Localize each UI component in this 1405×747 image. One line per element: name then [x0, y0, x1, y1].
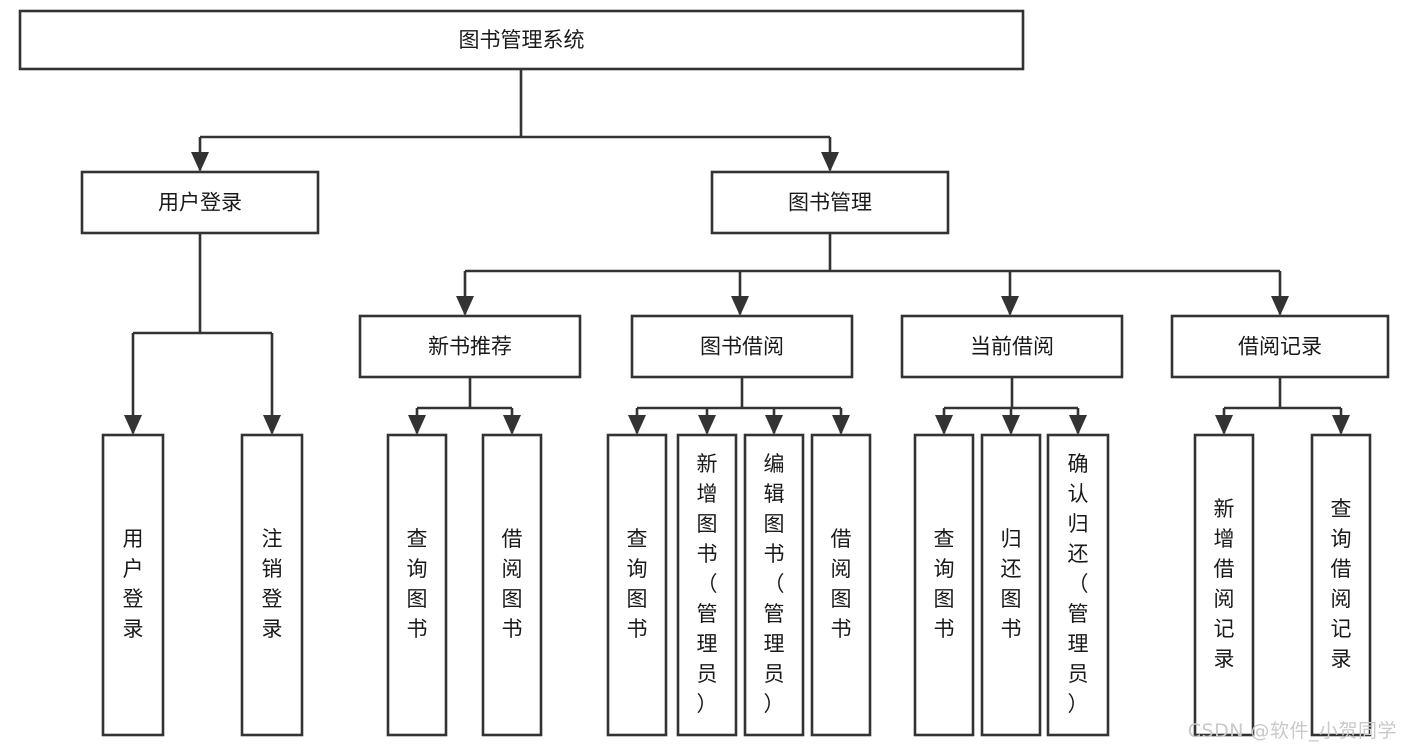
node-leaf-confirm-return-admin[interactable]: 确认归还（管理员） [1046, 433, 1110, 737]
node-label-book-management: 图书管理 [788, 191, 872, 215]
node-label-user-login: 用户登录 [158, 191, 242, 215]
connector-user-login-to-leaves [124, 233, 281, 435]
node-box-leaf-add-book-admin[interactable] [676, 433, 738, 737]
node-box-user-login[interactable] [80, 170, 320, 235]
node-leaf-add-book-admin[interactable]: 新增图书（管理员） [676, 433, 738, 737]
connectors-layer [124, 69, 1350, 435]
arrow-head-icon [765, 415, 783, 435]
node-label-leaf-query-books-borrow: 查询图书 [627, 527, 648, 641]
node-box-leaf-query-books-recommend[interactable] [386, 433, 448, 737]
arrow-head-icon [1271, 296, 1289, 316]
node-label-leaf-edit-book-admin: 编辑图书（管理员） [764, 452, 785, 716]
node-label-leaf-confirm-return-admin: 确认归还（管理员） [1068, 452, 1089, 716]
arrow-head-icon [1332, 415, 1350, 435]
arrow-head-icon [821, 152, 839, 172]
connector-records-to-leaves [1215, 377, 1350, 435]
arrow-head-icon [124, 415, 142, 435]
node-leaf-edit-book-admin[interactable]: 编辑图书（管理员） [743, 433, 805, 737]
node-box-leaf-borrow-books[interactable] [810, 433, 872, 737]
arrow-head-icon [832, 415, 850, 435]
node-label-leaf-query-borrow-record: 查询借阅记录 [1331, 497, 1352, 671]
node-label-leaf-query-books-recommend: 查询图书 [407, 527, 428, 641]
node-leaf-query-books-current[interactable]: 查询图书 [913, 433, 975, 737]
arrow-head-icon [408, 415, 426, 435]
node-box-new-book-recommend[interactable] [358, 314, 582, 379]
arrow-head-icon [628, 415, 646, 435]
node-leaf-return-books[interactable]: 归还图书 [980, 433, 1042, 737]
node-book-management[interactable]: 图书管理 [710, 170, 950, 235]
node-box-leaf-return-books[interactable] [980, 433, 1042, 737]
node-leaf-add-borrow-record[interactable]: 新增借阅记录 [1193, 433, 1255, 737]
node-user-login[interactable]: 用户登录 [80, 170, 320, 235]
node-borrow-records[interactable]: 借阅记录 [1170, 314, 1390, 379]
node-box-root[interactable] [18, 9, 1025, 71]
node-label-root: 图书管理系统 [459, 28, 585, 52]
node-box-borrow-records[interactable] [1170, 314, 1390, 379]
connector-book-management-to-level3 [456, 233, 1289, 316]
node-box-book-borrow[interactable] [630, 314, 854, 379]
arrow-head-icon [263, 415, 281, 435]
node-box-leaf-add-borrow-record[interactable] [1193, 433, 1255, 737]
node-box-book-management[interactable] [710, 170, 950, 235]
node-label-leaf-user-login: 用户登录 [123, 527, 144, 641]
node-label-leaf-borrow-books: 借阅图书 [831, 527, 852, 641]
node-label-book-borrow: 图书借阅 [700, 335, 784, 359]
node-root[interactable]: 图书管理系统 [18, 9, 1025, 71]
node-leaf-query-books-recommend[interactable]: 查询图书 [386, 433, 448, 737]
node-leaf-logout[interactable]: 注销登录 [240, 433, 304, 737]
node-leaf-query-books-borrow[interactable]: 查询图书 [606, 433, 668, 737]
nodes-layer: 图书管理系统用户登录图书管理新书推荐图书借阅当前借阅借阅记录用户登录注销登录查询… [18, 9, 1390, 737]
arrow-head-icon [731, 296, 749, 316]
node-label-new-book-recommend: 新书推荐 [428, 335, 512, 359]
node-label-borrow-records: 借阅记录 [1238, 335, 1322, 359]
arrow-head-icon [456, 296, 474, 316]
connector-current-to-leaves [935, 377, 1087, 435]
node-label-leaf-return-books: 归还图书 [1001, 527, 1022, 641]
node-new-book-recommend[interactable]: 新书推荐 [358, 314, 582, 379]
node-leaf-borrow-books[interactable]: 借阅图书 [810, 433, 872, 737]
arrow-head-icon [1215, 415, 1233, 435]
arrow-head-icon [503, 415, 521, 435]
node-label-leaf-borrow-books-recommend: 借阅图书 [502, 527, 523, 641]
node-box-current-borrow[interactable] [900, 314, 1124, 379]
arrow-head-icon [698, 415, 716, 435]
connector-borrow-to-leaves [628, 377, 850, 435]
node-box-leaf-confirm-return-admin[interactable] [1046, 433, 1110, 737]
node-leaf-borrow-books-recommend[interactable]: 借阅图书 [481, 433, 543, 737]
node-label-leaf-add-borrow-record: 新增借阅记录 [1214, 497, 1235, 671]
node-leaf-user-login[interactable]: 用户登录 [101, 433, 165, 737]
node-box-leaf-edit-book-admin[interactable] [743, 433, 805, 737]
node-book-borrow[interactable]: 图书借阅 [630, 314, 854, 379]
arrow-head-icon [1069, 415, 1087, 435]
node-label-leaf-query-books-current: 查询图书 [934, 527, 955, 641]
node-box-leaf-query-books-current[interactable] [913, 433, 975, 737]
node-label-leaf-add-book-admin: 新增图书（管理员） [697, 452, 718, 716]
arrow-head-icon [935, 415, 953, 435]
node-box-leaf-query-borrow-record[interactable] [1310, 433, 1372, 737]
node-current-borrow[interactable]: 当前借阅 [900, 314, 1124, 379]
node-box-leaf-query-books-borrow[interactable] [606, 433, 668, 737]
connector-root-to-level2 [191, 69, 839, 172]
node-label-current-borrow: 当前借阅 [970, 335, 1054, 359]
node-leaf-query-borrow-record[interactable]: 查询借阅记录 [1310, 433, 1372, 737]
arrow-head-icon [1001, 296, 1019, 316]
node-box-leaf-user-login[interactable] [101, 433, 165, 737]
connector-recommend-to-leaves [408, 377, 521, 435]
node-label-leaf-logout: 注销登录 [262, 527, 283, 641]
node-box-leaf-logout[interactable] [240, 433, 304, 737]
arrow-head-icon [191, 152, 209, 172]
arrow-head-icon [1002, 415, 1020, 435]
node-box-leaf-borrow-books-recommend[interactable] [481, 433, 543, 737]
